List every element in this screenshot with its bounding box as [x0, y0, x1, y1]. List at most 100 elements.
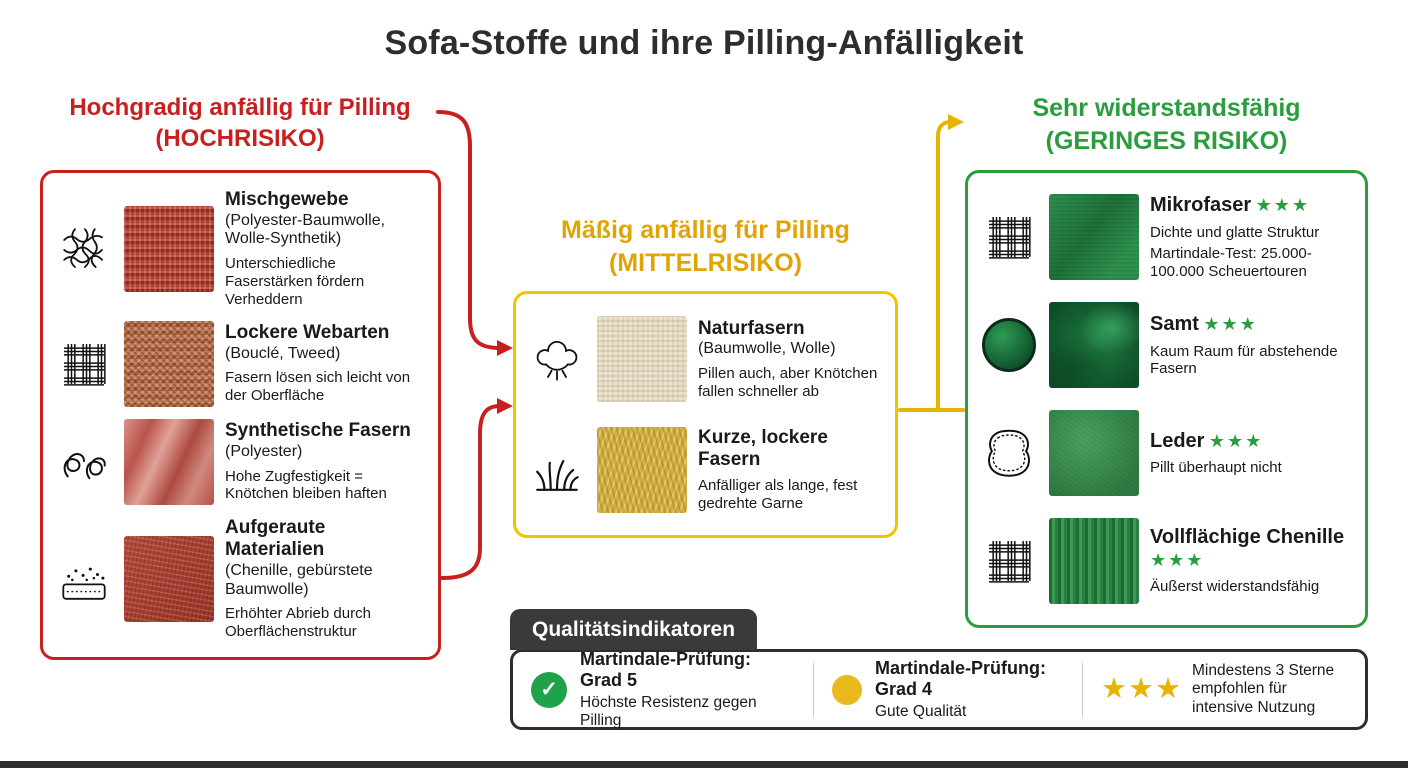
- fabric-item-synthetische-fasern: Synthetische Fasern (Polyester) Hohe Zug…: [55, 418, 426, 505]
- footer-bar: [0, 761, 1408, 768]
- velvet-circle-icon: [980, 318, 1038, 373]
- swatch-mikrofaser: [1049, 194, 1139, 281]
- fabric-description: Unterschiedliche Faserstärken fördern Ve…: [225, 255, 365, 308]
- fabric-text: Samt ★★★ Kaum Raum für abstehende Fasern: [1150, 313, 1353, 378]
- low-risk-heading: Sehr widerstandsfähig (GERINGES RISIKO): [965, 92, 1368, 157]
- check-mark: ✓: [540, 678, 558, 701]
- swatch-synthetische-fasern: [124, 418, 214, 505]
- quality-item-grad5: ✓ Martindale-Prüfung: Grad 5 Höchste Res…: [513, 649, 813, 729]
- swatch-leder: [1049, 410, 1139, 497]
- fabric-name: Kurze, lockere Fasern: [698, 426, 828, 471]
- low-risk-box: Mikrofaser ★★★ Dichte und glatte Struktu…: [965, 170, 1368, 628]
- quality-title: Martindale-Prüfung: Grad 4: [875, 658, 1046, 699]
- high-risk-box: Mischgewebe (Polyester-Baumwolle, Wolle-…: [40, 170, 441, 660]
- divider: [1082, 662, 1083, 717]
- cotton-icon: [528, 332, 586, 386]
- medium-risk-heading-line2: (MITTELRISIKO): [608, 248, 803, 277]
- fabric-item-lockere-webarten: Lockere Webarten (Bouclé, Tweed) Fasern …: [55, 320, 426, 407]
- medium-risk-box: Naturfasern (Baumwolle, Wolle) Pillen au…: [513, 291, 898, 538]
- weave-icon: [55, 339, 113, 389]
- medium-risk-heading: Mäßig anfällig für Pilling (MITTELRISIKO…: [513, 214, 898, 279]
- quality-title: Mindestens 3 Sterne empfohlen für intens…: [1192, 661, 1335, 716]
- swatch-kurze-lockere-fasern: [597, 426, 687, 513]
- fabric-text: Kurze, lockere Fasern Anfälliger als lan…: [698, 427, 883, 513]
- swatch-lockere-webarten: [124, 320, 214, 407]
- quality-subtitle: Höchste Resistenz gegen Pilling: [580, 693, 757, 729]
- high-risk-heading-line2: (HOCHRISIKO): [155, 125, 325, 153]
- fabric-item-leder: Leder ★★★ Pillt überhaupt nicht: [980, 410, 1353, 497]
- fabric-text: Mischgewebe (Polyester-Baumwolle, Wolle-…: [225, 189, 426, 308]
- fabric-description: Äußerst widerstandsfähig: [1150, 577, 1320, 595]
- fabric-item-vollflaechige-chenille: Vollflächige Chenille ★★★ Äußerst widers…: [980, 518, 1353, 605]
- fabric-name: Mikrofaser: [1150, 193, 1252, 216]
- fabric-name: Vollflächige Chenille: [1150, 526, 1345, 549]
- yellow-arrowhead: [948, 114, 964, 130]
- fabric-description: Kaum Raum für abstehende Fasern: [1150, 342, 1338, 378]
- red-arrowhead-bottom: [497, 398, 513, 414]
- loose-fibers-icon: [55, 435, 113, 489]
- fabric-description: Pillt überhaupt nicht: [1150, 459, 1282, 477]
- high-risk-heading: Hochgradig anfällig für Pilling (HOCHRIS…: [40, 92, 440, 154]
- fabric-text: Leder ★★★ Pillt überhaupt nicht: [1150, 430, 1353, 477]
- red-arrow-bottom: [440, 404, 502, 580]
- medium-risk-heading-line1: Mäßig anfällig für Pilling: [561, 216, 850, 244]
- rating-stars: ★★★: [1150, 550, 1205, 571]
- rating-stars: ★★★: [1255, 194, 1311, 215]
- swatch-aufgeraute-materialien: [124, 535, 214, 622]
- quality-title: Martindale-Prüfung: Grad 5: [580, 649, 751, 690]
- fabric-description: Hohe Zugfestigkeit = Knötchen bleiben ha…: [225, 467, 387, 503]
- red-arrowhead-top: [497, 340, 513, 356]
- quality-item-three-stars: ★★★ Mindestens 3 Sterne empfohlen für in…: [1083, 662, 1365, 718]
- low-risk-heading-line1: Sehr widerstandsfähig: [1032, 94, 1301, 122]
- fabric-name: Leder: [1150, 429, 1205, 452]
- quality-item-grad4: Martindale-Prüfung: Grad 4 Gute Qualität: [814, 658, 1082, 720]
- swatch-naturfasern: [597, 316, 687, 403]
- fabric-text: Vollflächige Chenille ★★★ Äußerst widers…: [1150, 526, 1353, 595]
- fabric-subtitle: (Baumwolle, Wolle): [698, 340, 836, 358]
- high-risk-heading-line1: Hochgradig anfällig für Pilling: [69, 94, 411, 121]
- brushed-surface-icon: [55, 552, 113, 606]
- three-stars-icon: ★★★: [1101, 673, 1182, 705]
- quality-indicators-header: Qualitätsindikatoren: [510, 609, 758, 650]
- fabric-name: Lockere Webarten: [225, 322, 390, 344]
- page-title: Sofa-Stoffe und ihre Pilling-Anfälligkei…: [384, 24, 1024, 62]
- fabric-text: Mikrofaser ★★★ Dichte und glatte Struktu…: [1150, 194, 1353, 281]
- weave-icon: [980, 212, 1038, 262]
- grass-icon: [528, 443, 586, 497]
- red-arrow-top: [436, 110, 502, 350]
- fabric-description: Fasern lösen sich leicht von der Oberflä…: [225, 369, 411, 405]
- fabric-description-2: Martindale-Test: 25.000-100.000 Scheuert…: [1150, 245, 1312, 280]
- check-circle-icon: ✓: [531, 671, 567, 708]
- leather-hide-icon: [980, 426, 1038, 480]
- fabric-subtitle: (Bouclé, Tweed): [225, 344, 341, 362]
- fabric-item-kurze-lockere-fasern: Kurze, lockere Fasern Anfälliger als lan…: [528, 427, 883, 513]
- swatch-samt: [1049, 302, 1139, 389]
- tangled-fibers-icon: [55, 222, 113, 276]
- divider: [813, 662, 814, 717]
- fabric-text: Aufgeraute Materialien (Chenille, gebürs…: [225, 517, 426, 641]
- quality-text: Martindale-Prüfung: Grad 4 Gute Qualität: [875, 658, 1064, 720]
- fabric-subtitle: (Polyester): [225, 442, 303, 460]
- fabric-description: Anfälliger als lange, fest gedrehte Garn…: [698, 477, 858, 513]
- quality-text: Martindale-Prüfung: Grad 5 Höchste Resis…: [580, 649, 795, 729]
- swatch-vollflaechige-chenille: [1049, 518, 1139, 605]
- rating-stars: ★★★: [1208, 430, 1264, 451]
- fabric-description: Erhöhter Abrieb durch Oberflächenstruktu…: [225, 605, 371, 641]
- weave-icon: [980, 536, 1038, 586]
- quality-subtitle: Gute Qualität: [875, 702, 967, 720]
- rating-stars: ★★★: [1203, 313, 1258, 334]
- quality-indicators-box: ✓ Martindale-Prüfung: Grad 5 Höchste Res…: [510, 649, 1368, 730]
- fabric-name: Samt: [1150, 312, 1199, 335]
- fabric-subtitle: (Polyester-Baumwolle, Wolle-Synthetik): [225, 211, 386, 248]
- fabric-name: Mischgewebe: [225, 189, 349, 211]
- fabric-name: Naturfasern: [698, 317, 805, 339]
- fabric-text: Lockere Webarten (Bouclé, Tweed) Fasern …: [225, 322, 426, 405]
- fabric-text: Naturfasern (Baumwolle, Wolle) Pillen au…: [698, 318, 883, 401]
- fabric-item-mischgewebe: Mischgewebe (Polyester-Baumwolle, Wolle-…: [55, 189, 426, 308]
- fabric-description: Dichte und glatte Struktur: [1150, 223, 1320, 241]
- fabric-name: Synthetische Fasern: [225, 420, 411, 442]
- fabric-subtitle: (Chenille, gebürstete Baumwolle): [225, 561, 373, 598]
- fabric-item-aufgeraute-materialien: Aufgeraute Materialien (Chenille, gebürs…: [55, 517, 426, 641]
- yellow-dot-icon: [832, 674, 862, 705]
